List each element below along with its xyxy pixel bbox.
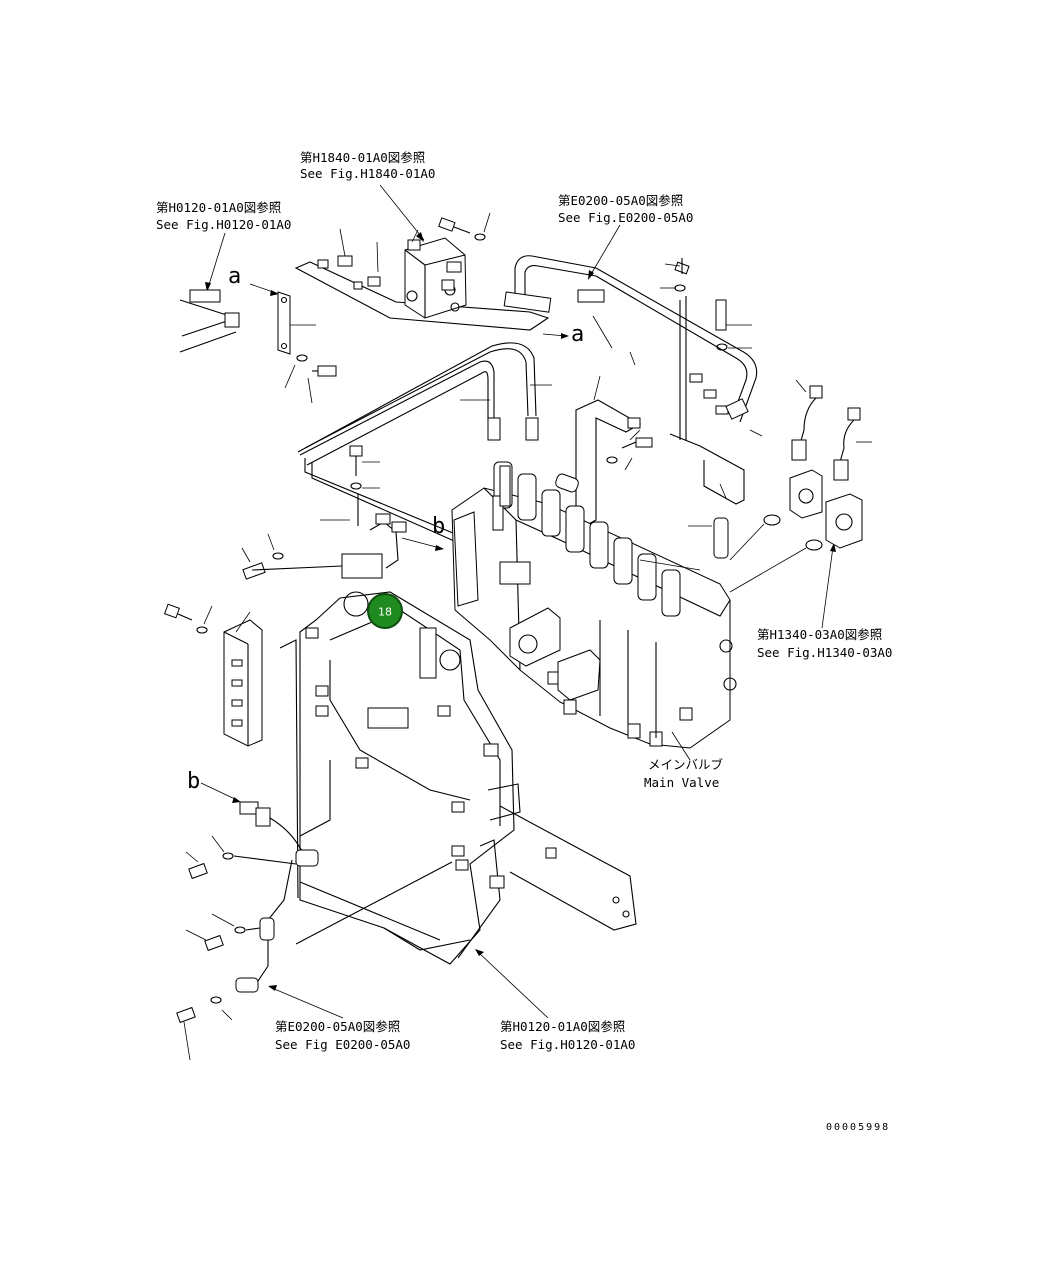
- ref-bottom-right-en: See Fig.H0120-01A0: [500, 1037, 635, 1052]
- ref-top-right-en: See Fig.E0200-05A0: [558, 210, 693, 225]
- ref-bottom-left[interactable]: 第E0200-05A0図参照 See Fig E0200-05A0: [275, 1019, 410, 1052]
- ref-right-jp: 第H1340-03A0図参照: [757, 627, 882, 642]
- ref-right[interactable]: 第H1340-03A0図参照 See Fig.H1340-03A0: [757, 627, 892, 660]
- badge-circle: [367, 593, 403, 629]
- position-badge-18[interactable]: 18: [367, 593, 403, 629]
- badge-label: 18: [378, 606, 392, 619]
- valve-fittings: [492, 465, 729, 559]
- callout-b-left: b: [187, 769, 200, 794]
- ref-top-left-en: See Fig.H0120-01A0: [156, 217, 291, 232]
- left-bracket: [179, 289, 337, 404]
- leader-lines: [200, 184, 836, 1019]
- bottom-left-harness: [176, 801, 319, 1061]
- main-valve-label-jp: メインバルブ: [648, 757, 724, 772]
- main-valve-body: [451, 461, 737, 761]
- figure-code: 00005998: [826, 1122, 890, 1133]
- ref-top-right[interactable]: 第E0200-05A0図参照 See Fig.E0200-05A0: [558, 193, 693, 225]
- pressure-switches: [789, 379, 872, 549]
- bolt-group-left: [164, 445, 407, 634]
- ref-top-left[interactable]: 第H0120-01A0図参照 See Fig.H0120-01A0: [156, 200, 291, 232]
- mounting-frame: [279, 591, 637, 965]
- ref-right-en: See Fig.H1340-03A0: [757, 645, 892, 660]
- solenoid-valve-block: [294, 228, 550, 331]
- callout-a-right: a: [571, 322, 584, 347]
- hydraulic-tubes: [297, 342, 552, 549]
- ref-bottom-right-jp: 第H0120-01A0図参照: [500, 1019, 625, 1034]
- main-valve-label-en: Main Valve: [644, 775, 719, 790]
- ref-bottom-right[interactable]: 第H0120-01A0図参照 See Fig.H0120-01A0: [500, 1019, 635, 1052]
- ref-top-center-jp: 第H1840-01A0図参照: [300, 150, 425, 165]
- pipe-bracket: [575, 375, 745, 527]
- ref-top-right-jp: 第E0200-05A0図参照: [558, 193, 683, 208]
- ref-bottom-left-jp: 第E0200-05A0図参照: [275, 1019, 400, 1034]
- top-right-pipe: [503, 255, 763, 440]
- left-clamp-plate: [223, 611, 263, 747]
- ref-top-center-en: See Fig.H1840-01A0: [300, 166, 435, 181]
- ref-bottom-left-en: See Fig E0200-05A0: [275, 1037, 410, 1052]
- o-rings: [729, 514, 823, 593]
- callout-a-left: a: [228, 264, 241, 289]
- ref-top-center[interactable]: 第H1840-01A0図参照 See Fig.H1840-01A0: [300, 150, 435, 181]
- bolt-group-top: [438, 212, 491, 241]
- ref-top-left-jp: 第H0120-01A0図参照: [156, 200, 281, 215]
- main-valve-label[interactable]: メインバルブ Main Valve: [644, 757, 724, 790]
